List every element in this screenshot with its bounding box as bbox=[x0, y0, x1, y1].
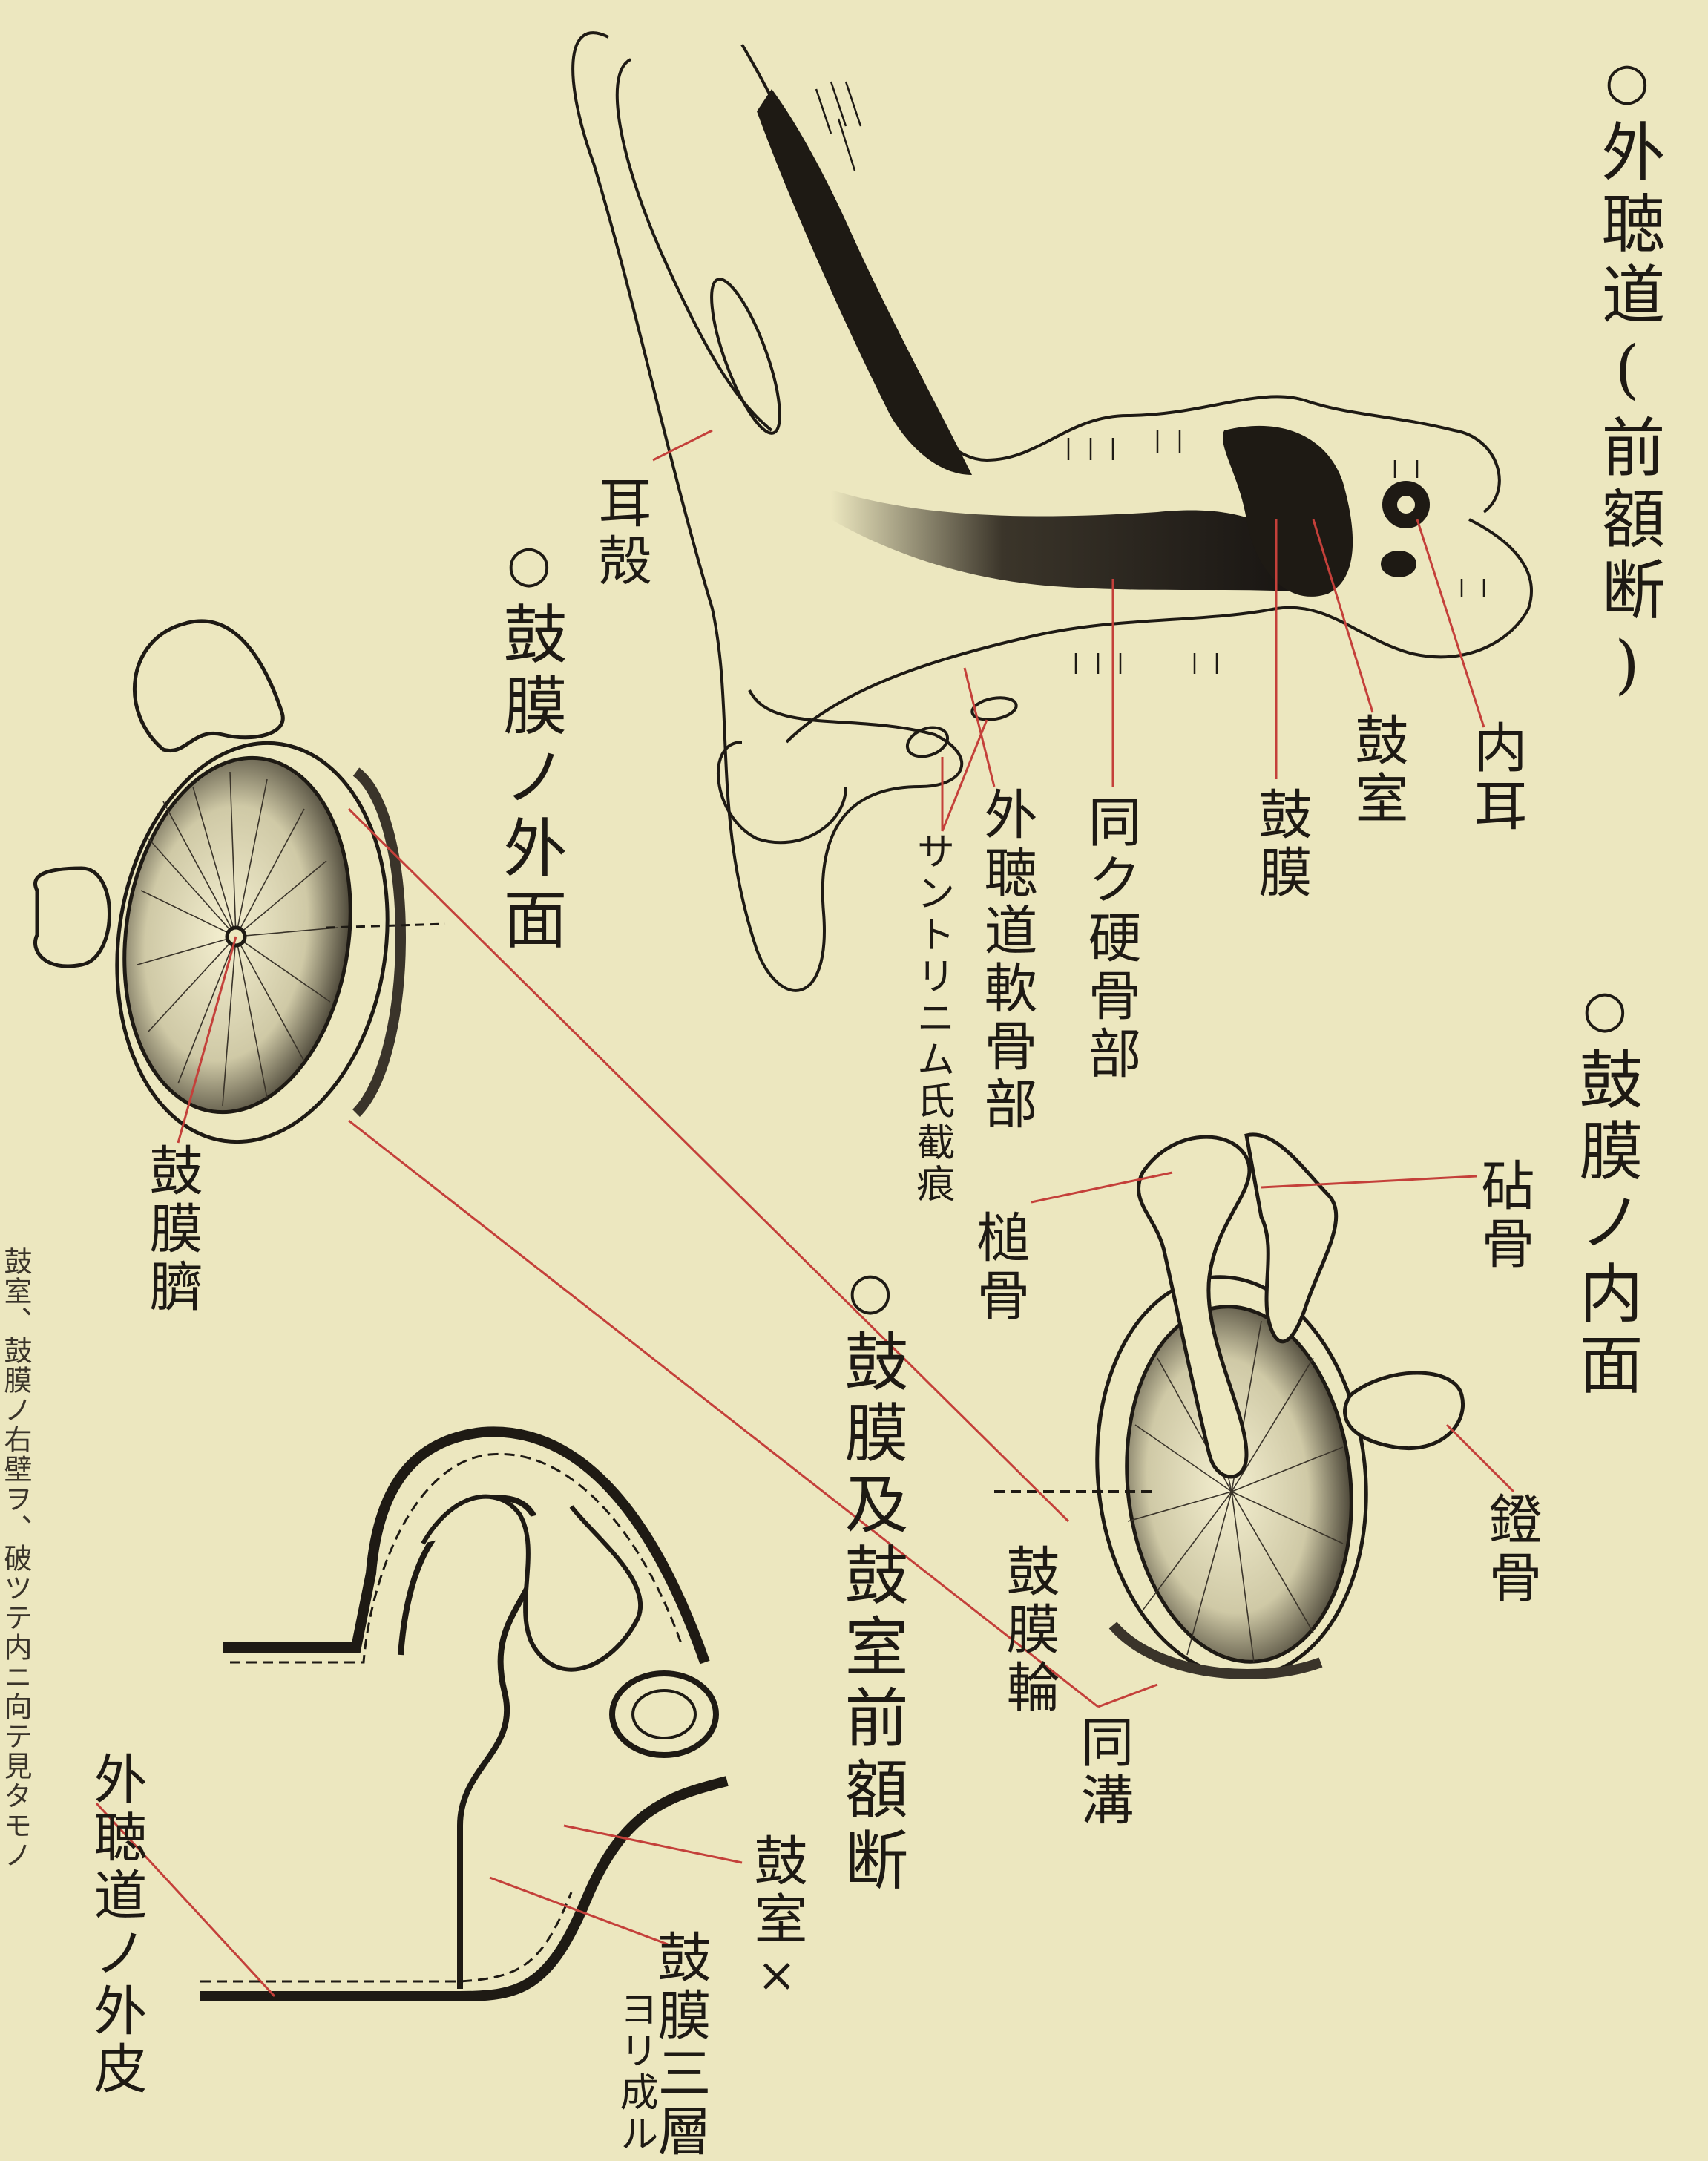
title-text: 鼓膜ノ内面 bbox=[1568, 1046, 1642, 1403]
label-ext-skin: 外聴道ノ外皮 bbox=[89, 1751, 142, 2099]
canal-floor-dashed bbox=[200, 1892, 571, 1981]
leader-inner-ear bbox=[1417, 519, 1484, 727]
inner-ear-ring-inner bbox=[1396, 494, 1416, 515]
label-auricle: 耳殻 bbox=[594, 475, 647, 591]
earlobe bbox=[718, 742, 846, 842]
leader-annulus bbox=[349, 809, 1068, 1521]
label-eardrum: 鼓膜 bbox=[1254, 787, 1307, 902]
figure-external-canal bbox=[573, 33, 1531, 991]
inner-ear-lower bbox=[1382, 552, 1415, 576]
ossicle-head-outer bbox=[134, 621, 283, 751]
figure-membrane-inner bbox=[994, 1135, 1463, 1690]
leader-sulcus-a bbox=[349, 1121, 1098, 1707]
leader-auricle bbox=[653, 430, 712, 460]
figure-membrane-section bbox=[200, 1432, 727, 1996]
label-annulus: 鼓膜輪 bbox=[1002, 1544, 1055, 1717]
title-marker: ○ bbox=[1597, 52, 1657, 119]
label-three-layers: 鼓膜三層 bbox=[653, 1929, 706, 2161]
label-three-layers-sub: ヨリ成ル bbox=[616, 1989, 654, 2155]
left-margin-note: 鼓室、鼓膜ノ右壁ヲ、破ツテ内ニ向テ見タモノ bbox=[1, 1247, 30, 1870]
title-membrane-section: ○鼓膜及鼓室前額断 bbox=[838, 1262, 902, 1898]
leader-three-layers bbox=[490, 1878, 668, 1944]
label-cavity-x: 鼓室 bbox=[749, 1833, 803, 1949]
cavity-inner-wall bbox=[401, 1498, 540, 1989]
label-incus: 砧骨 bbox=[1477, 1158, 1530, 1273]
label-sulcus: 同溝 bbox=[1076, 1714, 1129, 1830]
label-stapes: 鐙骨 bbox=[1484, 1492, 1537, 1607]
stapes-ring-outer bbox=[36, 868, 110, 966]
title-text: 外聴道(前額断) bbox=[1590, 119, 1664, 709]
title-membrane-inner: ○鼓膜ノ内面 bbox=[1573, 980, 1637, 1403]
label-bony-part: 同ク硬骨部 bbox=[1083, 794, 1137, 1083]
auricle-inner-fold bbox=[617, 59, 772, 430]
label-tympanic-cavity: 鼓室 bbox=[1350, 712, 1404, 828]
label-umbo: 鼓膜臍 bbox=[145, 1143, 198, 1316]
canal-upper-band bbox=[757, 89, 972, 475]
label-cartilage-part: 外聴道軟骨部 bbox=[979, 787, 1033, 1134]
title-external-canal: ○外聴道(前額断) bbox=[1595, 52, 1659, 709]
ossicles-section bbox=[423, 1497, 640, 1670]
leader-cartilage bbox=[965, 668, 994, 787]
title-text: 鼓膜ノ外面 bbox=[492, 601, 566, 957]
figure-membrane-outer bbox=[36, 621, 446, 1160]
title-membrane-outer: ○鼓膜ノ外面 bbox=[497, 534, 561, 957]
label-inner-ear: 内耳 bbox=[1469, 720, 1523, 836]
title-marker: ○ bbox=[841, 1262, 900, 1328]
leader-cavity-x bbox=[564, 1826, 742, 1863]
label-cross-mark: × bbox=[757, 1948, 797, 2003]
leader-stapes bbox=[1447, 1425, 1514, 1492]
title-marker: ○ bbox=[1575, 980, 1635, 1046]
title-marker: ○ bbox=[499, 534, 559, 601]
stapes-section-ring bbox=[612, 1673, 716, 1755]
label-malleus: 槌骨 bbox=[972, 1210, 1025, 1325]
stapes-ring-inner bbox=[1345, 1373, 1463, 1449]
leader-sulcus-b bbox=[1098, 1685, 1157, 1707]
label-santorini: サントリニム氏截痕 bbox=[913, 831, 951, 1205]
title-text: 鼓膜及鼓室前額断 bbox=[833, 1328, 907, 1898]
